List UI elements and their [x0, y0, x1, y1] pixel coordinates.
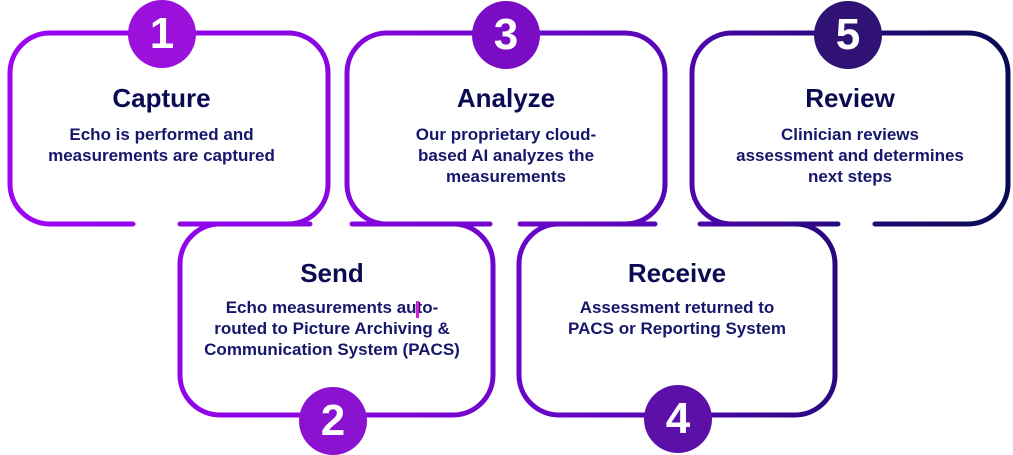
step-2-title: Send — [300, 258, 364, 288]
stray-text-cursor — [416, 301, 419, 318]
step-2-description: Echo measurements auto-routed to Picture… — [204, 298, 460, 359]
step-3-description: Our proprietary cloud-based AI analyzes … — [415, 125, 597, 186]
step-2-number-badge: 2 — [299, 387, 367, 455]
step-1-number-badge: 1 — [128, 0, 196, 68]
step-3-number-badge: 3 — [472, 1, 540, 69]
step-5-number-badge: 5 — [814, 1, 882, 69]
step-3-title: Analyze — [456, 83, 556, 113]
step-5-title: Review — [805, 83, 895, 113]
step-4-number-badge: 4 — [644, 385, 712, 453]
step-send: 2 Send Echo measurements auto-routed to … — [172, 0, 492, 455]
step-analyze: 3 Analyze Our proprietary cloud-based AI… — [347, 0, 665, 228]
step-4-title: Receive — [627, 258, 727, 288]
step-1-title: Capture — [112, 83, 211, 113]
